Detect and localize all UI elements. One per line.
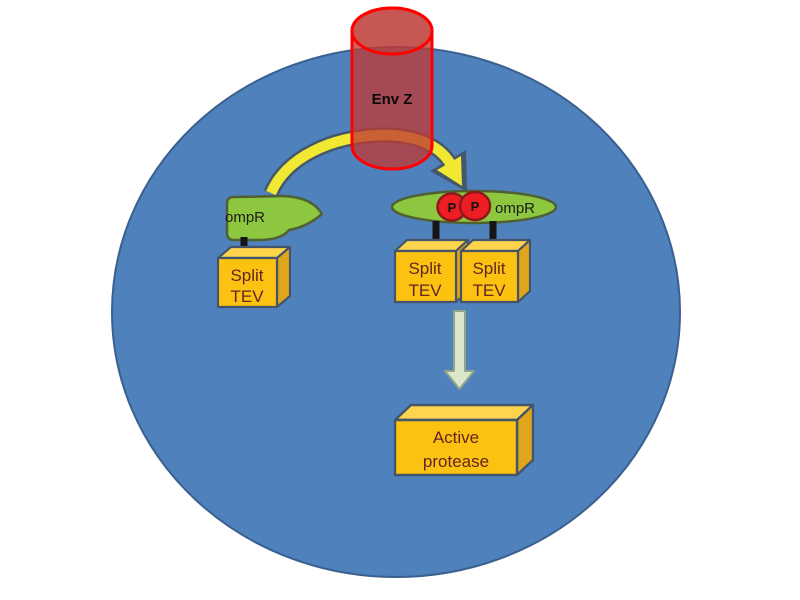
envz-label: Env Z xyxy=(372,91,413,108)
ompr-monomer-complex: ompR Split TEV xyxy=(216,194,324,309)
split-tev-cube-dimer-right: Split TEV xyxy=(459,238,532,304)
ompr-dimer-complex: ompR P P Split TEV Split TEV xyxy=(390,189,558,304)
split-tev-monomer-label-line2: TEV xyxy=(230,287,264,306)
active-protease-box: Active protease xyxy=(393,403,535,477)
split-tev-monomer-front-face xyxy=(216,256,279,309)
ompr-monomer-shape xyxy=(225,194,324,242)
split-tev-dimer-right-label-line1: Split xyxy=(472,259,505,278)
split-tev-monomer-label-line1: Split xyxy=(230,266,263,285)
phosphate-label-left: P xyxy=(448,200,457,215)
split-tev-dimer-left-front-face xyxy=(393,249,458,304)
active-protease-label-line2: protease xyxy=(423,452,489,471)
phosphate-label-right: P xyxy=(471,199,480,214)
ompr-dimer-label: ompR xyxy=(495,200,535,217)
active-protease-front-face xyxy=(393,418,519,477)
split-tev-monomer-side-face xyxy=(275,245,292,309)
phosphate-circle-right xyxy=(458,190,492,222)
active-protease-top-face xyxy=(393,403,535,422)
envz-cylinder-top xyxy=(350,6,434,56)
envz-membrane-protein: Env Z xyxy=(350,6,434,171)
split-tev-dimer-right-front-face xyxy=(459,249,520,304)
active-protease-label-line1: Active xyxy=(433,428,479,447)
split-tev-dimer-left-label-line2: TEV xyxy=(408,281,442,300)
split-tev-dimer-right-label-line2: TEV xyxy=(472,281,506,300)
signal-arrowhead xyxy=(437,156,462,186)
split-tev-cube-monomer: Split TEV xyxy=(216,245,292,309)
activation-result-arrow xyxy=(444,310,475,390)
split-tev-dimer-left-label-line1: Split xyxy=(408,259,441,278)
ompr-monomer-label: ompR xyxy=(225,209,265,226)
split-tev-cube-dimer-left: Split TEV xyxy=(393,238,470,304)
phosphate-badge-right: P xyxy=(458,190,492,222)
split-tev-dimer-right-side-face xyxy=(516,238,532,304)
